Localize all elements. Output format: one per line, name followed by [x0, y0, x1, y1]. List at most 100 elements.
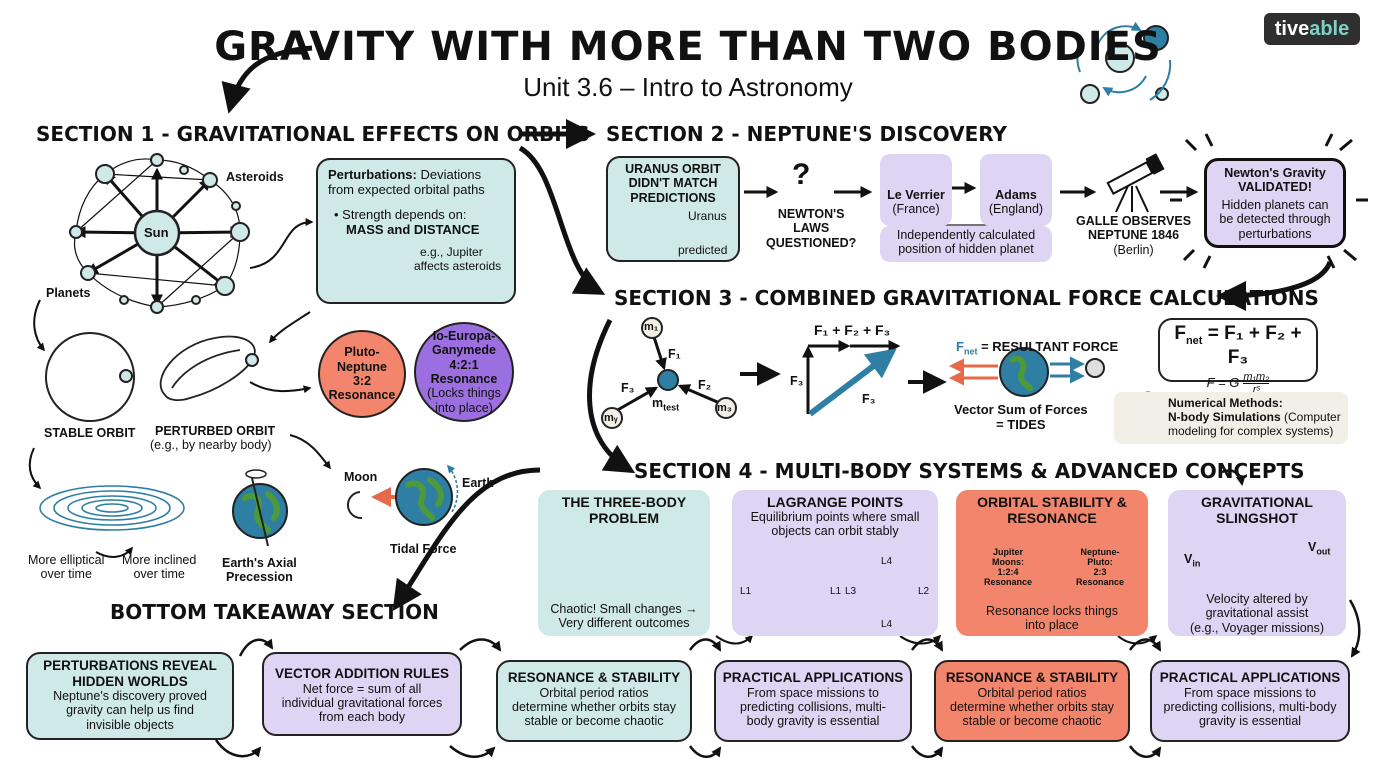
adams-name: Adams: [995, 188, 1037, 202]
lagrange-text1: Equilibrium points where small: [750, 510, 920, 525]
stability-title1: ORBITAL STABILITY &: [977, 494, 1127, 510]
fnet-f: F: [956, 339, 964, 354]
f3-label: F₃: [621, 381, 635, 395]
three-body-title1: THE THREE-BODY: [561, 494, 687, 510]
newton-line3: QUESTIONED?: [766, 235, 857, 250]
validated-rays: [1170, 133, 1368, 269]
adams-country: (England): [988, 202, 1044, 217]
elliptical-line1: More elliptical: [28, 553, 105, 567]
indep-line2: position of hidden planet: [898, 242, 1034, 257]
orbital-stability-box: ORBITAL STABILITY & RESONANCE Resonance …: [956, 490, 1148, 636]
perturbations-box: Perturbations: Deviations from expected …: [316, 158, 516, 304]
vector-triangle: [802, 340, 901, 417]
io-line4: (Locks things: [427, 386, 501, 401]
formula-f-sub: net: [1185, 334, 1203, 347]
l3-label: L3: [845, 586, 857, 597]
perturbations-title: Perturbations:: [328, 167, 417, 182]
m-y-label: mᵧ: [604, 412, 618, 424]
brand-logo: tiveable: [1264, 13, 1360, 45]
card5-body3: stable or become chaotic: [962, 714, 1102, 729]
mass-distance-text: MASS and DISTANCE: [346, 221, 480, 237]
perturbed-orbit-drawing: [159, 335, 256, 402]
three-body-text2: Very different outcomes: [558, 616, 690, 631]
vector-sum-label: F₁ + F₂ + F₃: [814, 322, 891, 338]
brand-part-a: tive: [1274, 18, 1310, 40]
formula-g: F = G: [1206, 375, 1240, 391]
elliptical-line2: over time: [40, 567, 92, 582]
v-out-sub: out: [1316, 546, 1331, 557]
lagrange-box: LAGRANGE POINTS Equilibrium points where…: [732, 490, 938, 636]
stable-orbit-drawing: [45, 332, 135, 422]
m1-label: m₁: [644, 321, 659, 333]
perturbations-text2: from expected orbital paths: [328, 181, 485, 197]
pluto-line3: 3:2: [352, 374, 372, 388]
perturbed-orbit-sub: (e.g., by nearby body): [150, 438, 272, 452]
v-in-label: Vin: [1184, 552, 1200, 569]
card3-body3: stable or become chaotic: [524, 714, 664, 729]
jupiter-line1: Jupiter: [993, 547, 1024, 557]
numerical-rest1: (Computer: [1284, 409, 1341, 424]
perturbations-text1: Deviations: [420, 167, 482, 182]
v-out-label: Vout: [1308, 540, 1330, 557]
force-diagram: [601, 317, 737, 429]
uranus-line1: URANUS ORBIT: [625, 162, 721, 176]
validated-line1: Newton's Gravity: [1224, 166, 1326, 180]
card5-body1: Orbital period ratios: [977, 685, 1087, 700]
title-to-section1-arrow: [221, 45, 313, 114]
card6-title1: PRACTICAL APPLICATIONS: [1159, 670, 1341, 685]
header-orbit-icon: [1076, 21, 1172, 104]
pluto-line1: Pluto-: [344, 345, 380, 360]
gravity-validated-box: Newton's Gravity VALIDATED! Hidden plane…: [1204, 158, 1346, 248]
m3-label: m₃: [717, 402, 732, 414]
section4-heading: SECTION 4 - MULTI-BODY SYSTEMS & ADVANCE…: [634, 459, 1305, 483]
vector-sum-line1: Vector Sum of Forces: [954, 402, 1088, 417]
jupiter-line4: Resonance: [984, 576, 1033, 587]
io-line2: Ganymede: [432, 343, 496, 358]
l1-label-a: L1: [740, 586, 752, 597]
v-out-v: V: [1308, 540, 1317, 554]
card2-body2: individual gravitational forces: [281, 695, 443, 710]
brand-part-b: able: [1309, 18, 1350, 40]
sling-line2: gravitational assist: [1205, 606, 1309, 621]
adams-box: Adams (England): [980, 154, 1052, 226]
pluto-line4: Resonance: [328, 388, 396, 403]
card2-body1: Net force = sum of all: [302, 681, 422, 696]
card1-title2: HIDDEN WORLDS: [72, 673, 188, 689]
perturbed-orbit-label: PERTURBED ORBIT: [155, 424, 276, 438]
question-mark-icon: ?: [792, 158, 811, 191]
uranus-line2: DIDN'T MATCH: [628, 176, 718, 191]
np-line4: Resonance: [1076, 576, 1125, 587]
v-in-sub: in: [1192, 558, 1201, 569]
np-line2: Pluto:: [1087, 556, 1113, 567]
np-line3: 2:3: [1093, 566, 1107, 577]
predicted-label: predicted: [678, 243, 728, 257]
section1-heading: SECTION 1 - GRAVITATIONAL EFFECTS ON ORB…: [36, 122, 590, 146]
numerical-rest2: modeling for complex systems): [1168, 423, 1334, 438]
newton-line1: NEWTON'S: [777, 207, 845, 221]
card1-title1: PERTURBATIONS REVEAL: [43, 658, 217, 673]
jupiter-example2: affects asteroids: [414, 258, 502, 273]
sling-line1: Velocity altered by: [1206, 592, 1308, 606]
earth-precession-icon: [232, 469, 288, 547]
card6-body2: predicting collisions, multi-body: [1163, 699, 1337, 714]
l4-label-b: L4: [881, 619, 893, 630]
slingshot-title1: GRAVITATIONAL: [1201, 494, 1313, 510]
card1-body2: gravity can help us find: [66, 703, 194, 718]
card4-title1: PRACTICAL APPLICATIONS: [722, 670, 904, 685]
page-subtitle: Unit 3.6 – Intro to Astronomy: [523, 72, 853, 102]
l2-label: L2: [918, 586, 930, 597]
takeaway-card-4: PRACTICAL APPLICATIONS From space missio…: [714, 660, 912, 742]
fnet-resultant-text: = RESULTANT FORCE: [981, 339, 1119, 354]
galle-line1: GALLE OBSERVES: [1076, 214, 1192, 228]
validated-line5: perturbations: [1238, 226, 1312, 241]
mtest-label: mtest: [652, 396, 679, 413]
section2-heading: SECTION 2 - NEPTUNE'S DISCOVERY: [606, 122, 1008, 146]
